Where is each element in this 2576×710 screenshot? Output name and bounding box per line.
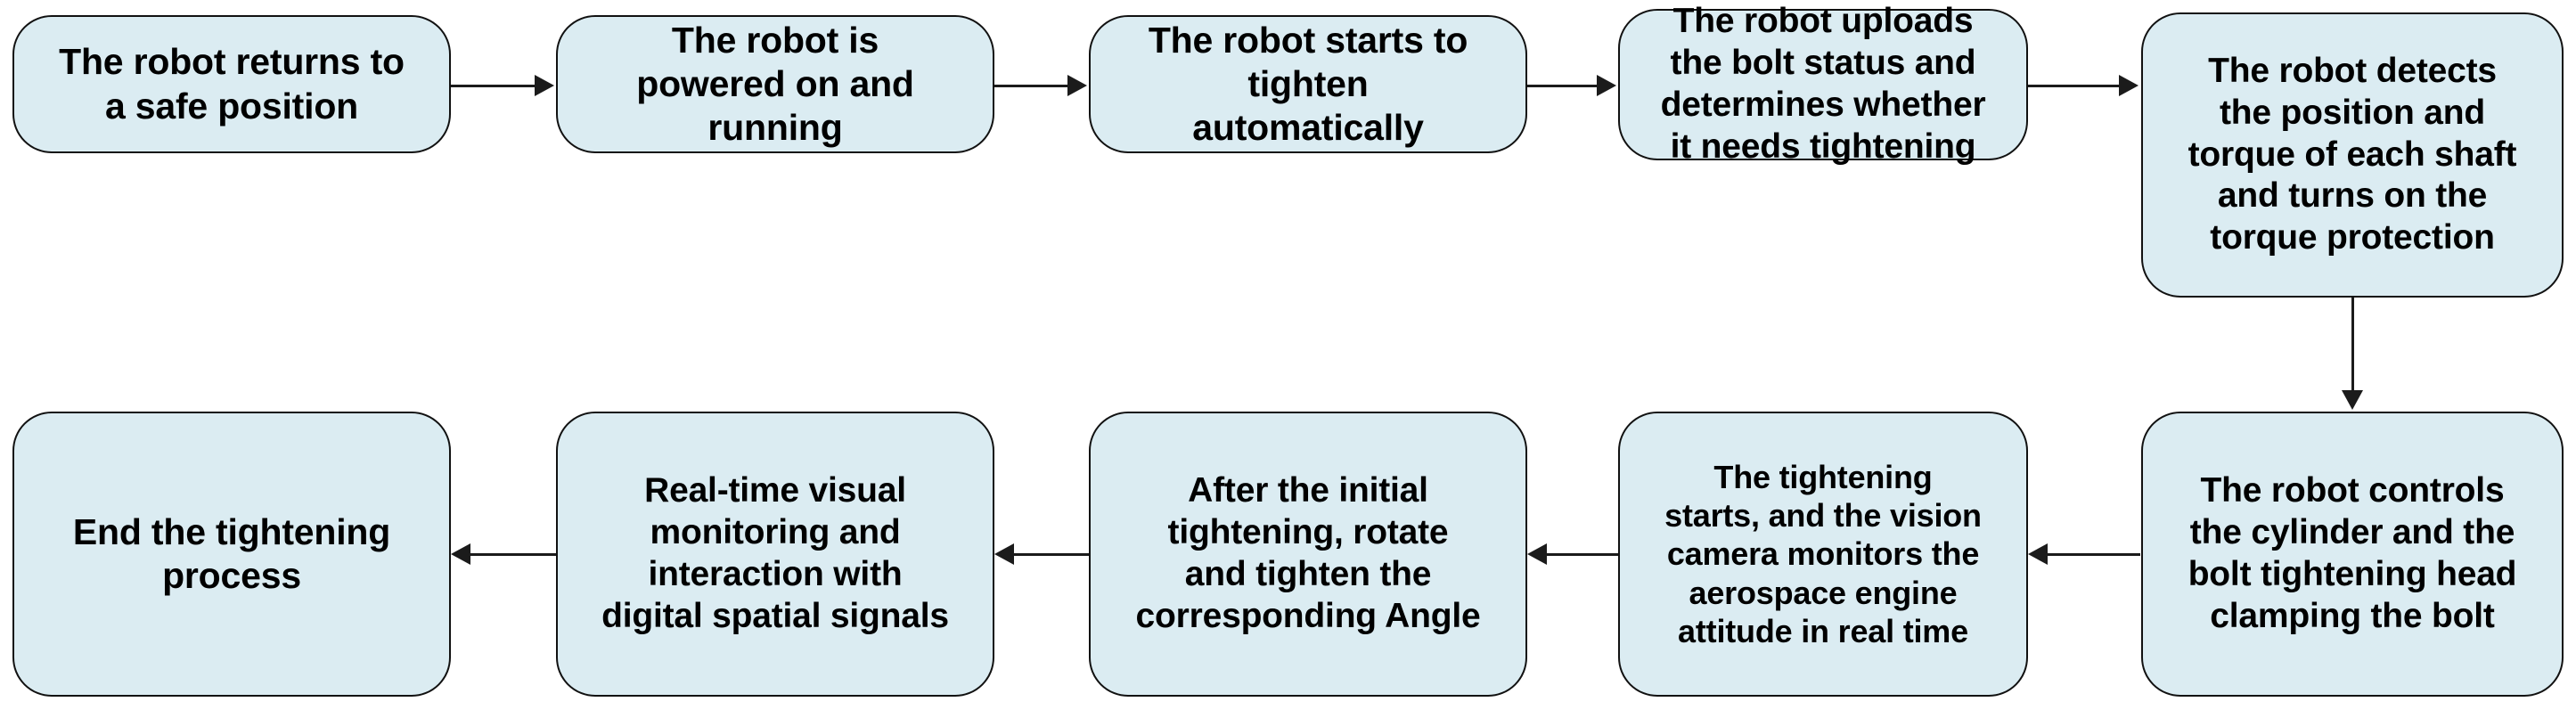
edge-line [451, 85, 536, 87]
edge-line [1014, 553, 1089, 556]
arrow-left-icon [1527, 543, 1547, 565]
flow-node-realtime-visual-monitoring[interactable]: Real-time visual monitoring and interact… [556, 412, 994, 697]
arrow-right-icon [535, 75, 554, 96]
edge-line [2351, 298, 2354, 392]
flow-node-label: The robot detects the position and torqu… [2188, 52, 2517, 257]
flow-node-robot-starts-tighten[interactable]: The robot starts to tighten automaticall… [1089, 15, 1527, 153]
edge-line [2048, 553, 2140, 556]
flow-node-label: Real-time visual monitoring and interact… [601, 471, 949, 635]
flow-node-label: The robot uploads the bolt status and de… [1660, 2, 1986, 166]
flow-node-label: The robot returns to a safe position [59, 41, 405, 126]
flow-node-label: The tightening starts, and the vision ca… [1664, 459, 1982, 649]
flow-node-label: The robot starts to tighten automaticall… [1148, 19, 1468, 149]
arrow-down-icon [2342, 390, 2363, 410]
flow-node-label: After the initial tightening, rotate and… [1135, 471, 1481, 635]
edge-line [1547, 553, 1618, 556]
flow-node-robot-uploads-bolt-status[interactable]: The robot uploads the bolt status and de… [1618, 2, 2028, 166]
flow-node-robot-detects-position-torque[interactable]: The robot detects the position and torqu… [2141, 12, 2564, 298]
edge-line [994, 85, 1069, 87]
arrow-left-icon [451, 543, 470, 565]
flow-node-label: End the tightening process [72, 510, 391, 596]
arrow-left-icon [994, 543, 1014, 565]
flow-node-label: The robot controls the cylinder and the … [2188, 471, 2517, 635]
flow-node-after-initial-tightening-rotate[interactable]: After the initial tightening, rotate and… [1089, 412, 1527, 697]
arrow-left-icon [2028, 543, 2048, 565]
flow-node-robot-returns-safe-position[interactable]: The robot returns to a safe position [12, 15, 451, 153]
flow-node-tightening-starts-vision-camera[interactable]: The tightening starts, and the vision ca… [1618, 412, 2028, 697]
flow-node-label: The robot is powered on and running [636, 19, 914, 149]
edge-line [470, 553, 556, 556]
edge-line [2028, 85, 2121, 87]
flow-node-robot-controls-cylinder[interactable]: The robot controls the cylinder and the … [2141, 412, 2564, 697]
edge-line [1527, 85, 1599, 87]
arrow-right-icon [1597, 75, 1616, 96]
arrow-right-icon [2119, 75, 2138, 96]
arrow-right-icon [1067, 75, 1087, 96]
flow-node-robot-powered-on[interactable]: The robot is powered on and running [556, 15, 994, 153]
flow-node-end-tightening-process[interactable]: End the tightening process [12, 412, 451, 697]
